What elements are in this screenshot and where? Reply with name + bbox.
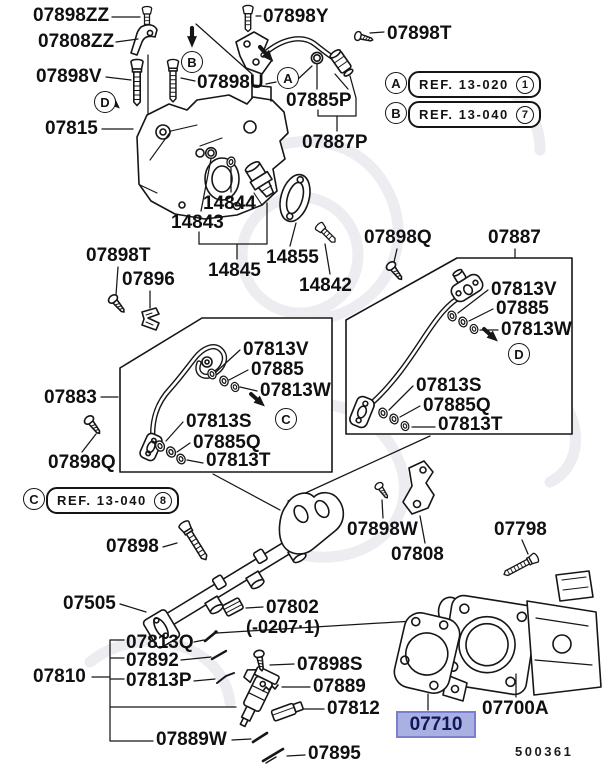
ref-a-letter: A xyxy=(385,72,407,94)
ref-b-letter: B xyxy=(385,102,407,124)
part-label-07808[interactable]: 07808 xyxy=(391,544,444,565)
part-label-07898zz[interactable]: 07898ZZ xyxy=(33,5,110,26)
sensor-gasket-drawing xyxy=(279,173,311,223)
part-label-07883[interactable]: 07883 xyxy=(44,387,97,408)
part-label-07813t-left[interactable]: 07813T xyxy=(206,450,271,471)
part-label-07798[interactable]: 07798 xyxy=(494,519,547,540)
part-label-07889[interactable]: 07889 xyxy=(313,676,366,697)
ref-b-link[interactable]: REF. 13-040 7 xyxy=(408,101,541,128)
part-label-07813v-left[interactable]: 07813V xyxy=(243,339,309,360)
ref-c-text: REF. 13-040 xyxy=(57,493,147,508)
part-label-07885q-left[interactable]: 07885Q xyxy=(193,432,261,453)
ref-a-text: REF. 13-020 xyxy=(419,77,509,92)
part-label-07813s-right[interactable]: 07813S xyxy=(416,375,482,396)
injector-drawing xyxy=(239,666,280,728)
part-label-07813w-right[interactable]: 07813W xyxy=(501,319,572,340)
part-label-07898u[interactable]: 07898U xyxy=(197,72,264,93)
part-label-07885p[interactable]: 07885P xyxy=(286,90,352,111)
part-label-07887p[interactable]: 07887P xyxy=(302,132,368,153)
part-label-07813p[interactable]: 07813P xyxy=(126,670,192,691)
part-label-07898s[interactable]: 07898S xyxy=(297,654,363,675)
part-label-07815[interactable]: 07815 xyxy=(45,118,98,139)
part-label-14844[interactable]: 14844 xyxy=(203,193,256,214)
group-box-07887 xyxy=(345,257,573,435)
sensor-drawing xyxy=(244,160,275,198)
part-label-07813t-right[interactable]: 07813T xyxy=(438,414,503,435)
part-label-07505[interactable]: 07505 xyxy=(63,593,116,614)
part-label-07813q[interactable]: 07813Q xyxy=(126,632,194,653)
callout-d-right: D xyxy=(508,343,530,365)
callout-d-top: D xyxy=(94,91,116,113)
part-label-07898y[interactable]: 07898Y xyxy=(263,6,329,27)
ref-b-text: REF. 13-040 xyxy=(419,107,509,122)
throttle-gasket-drawing xyxy=(393,612,461,694)
part-label-07710-highlighted[interactable]: 07710 xyxy=(396,711,476,738)
part-label-07802-range: (-0207·1) xyxy=(246,617,321,637)
part-label-07812[interactable]: 07812 xyxy=(327,698,380,719)
part-label-07898[interactable]: 07898 xyxy=(106,536,159,557)
part-label-07898t-top[interactable]: 07898T xyxy=(387,23,452,44)
part-label-07898q-top[interactable]: 07898Q xyxy=(364,227,432,248)
drawing-number: 500361 xyxy=(515,744,574,759)
callout-b: B xyxy=(181,51,203,73)
part-label-07700a[interactable]: 07700A xyxy=(482,698,549,719)
part-label-07892[interactable]: 07892 xyxy=(126,650,179,671)
part-label-07813v-right[interactable]: 07813V xyxy=(491,279,557,300)
ref-a-link[interactable]: REF. 13-020 1 xyxy=(408,71,541,98)
part-label-07896[interactable]: 07896 xyxy=(122,269,175,290)
part-label-07813s-left[interactable]: 07813S xyxy=(186,411,252,432)
ref-b-number: 7 xyxy=(515,105,534,124)
part-label-07895[interactable]: 07895 xyxy=(308,743,361,764)
part-label-14845[interactable]: 14845 xyxy=(208,260,261,281)
part-label-07887[interactable]: 07887 xyxy=(488,227,541,248)
part-label-07898w[interactable]: 07898W xyxy=(347,519,418,540)
part-label-07808zz[interactable]: 07808ZZ xyxy=(38,31,115,52)
part-label-14842[interactable]: 14842 xyxy=(299,275,352,296)
part-label-07885-left[interactable]: 07885 xyxy=(251,359,304,380)
ref-c-number: 8 xyxy=(153,491,172,510)
part-label-07898v[interactable]: 07898V xyxy=(36,66,102,87)
clip-drawing xyxy=(141,307,160,331)
part-label-14843[interactable]: 14843 xyxy=(171,212,224,233)
part-label-07898q-bottom[interactable]: 07898Q xyxy=(48,452,116,473)
part-label-07885q-right[interactable]: 07885Q xyxy=(423,395,491,416)
part-label-07885-right[interactable]: 07885 xyxy=(496,298,549,319)
part-label-07810[interactable]: 07810 xyxy=(33,666,86,687)
ref-a-number: 1 xyxy=(515,75,534,94)
part-label-07802[interactable]: 07802 xyxy=(266,597,319,618)
callout-c: C xyxy=(275,408,297,430)
part-label-07889w[interactable]: 07889W xyxy=(156,729,227,750)
ref-c-link[interactable]: REF. 13-040 8 xyxy=(46,487,179,514)
part-label-07898t-left[interactable]: 07898T xyxy=(86,245,151,266)
part-label-07813w-left[interactable]: 07813W xyxy=(260,380,331,401)
bracket-07808-drawing xyxy=(402,460,435,515)
part-label-14855[interactable]: 14855 xyxy=(266,247,319,268)
ref-c-letter: C xyxy=(23,488,45,510)
callout-a: A xyxy=(277,67,299,89)
